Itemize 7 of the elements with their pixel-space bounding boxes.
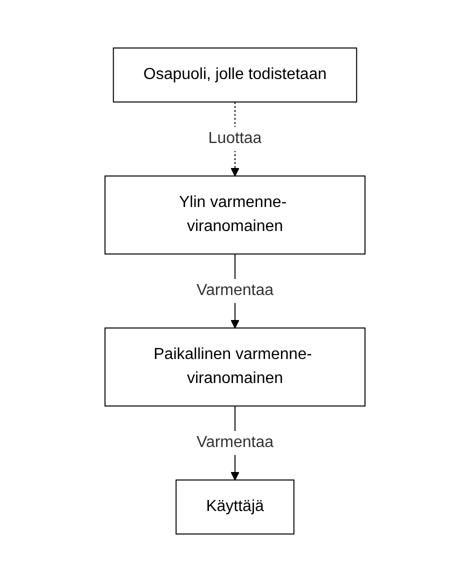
edge-label: Luottaa: [208, 130, 262, 147]
node-box: Osapuoli, jolle todistetaan: [112, 48, 357, 102]
edge-label: Varmentaa: [196, 434, 274, 451]
node-box: Käyttäjä: [175, 480, 294, 534]
node-box: Ylin varmenne- viranomainen: [104, 176, 365, 254]
node-box: Paikallinen varmenne- viranomainen: [104, 328, 365, 406]
edge-label: Varmentaa: [196, 282, 274, 299]
